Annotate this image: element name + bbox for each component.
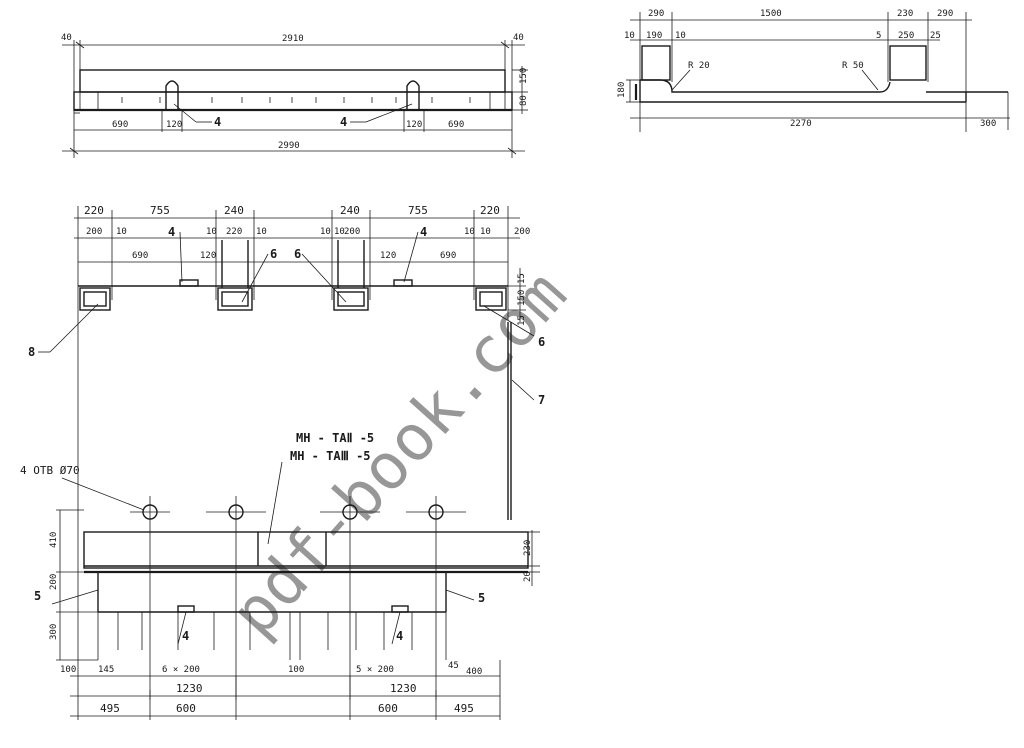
- dim-plan-top-1: 220: [84, 204, 104, 217]
- dim-plan-left-200: 200: [49, 574, 59, 590]
- dim-side-height: 180: [617, 82, 627, 98]
- dim-plan-120-right: 120: [380, 251, 396, 261]
- dim-plan-right-15b: 15: [517, 315, 527, 326]
- dim-plan-bottom-100b: 100: [288, 665, 304, 675]
- dim-left-seg: 690: [112, 120, 128, 130]
- dim-plan-690-left: 690: [132, 251, 148, 261]
- dim-plan-sub-10: 10: [480, 227, 491, 237]
- dim-side-sub-25: 25: [930, 31, 941, 41]
- callout-plan-8: 8: [28, 345, 35, 359]
- dim-side-radius1: R 20: [688, 61, 710, 71]
- callout-plan-4c: 4: [182, 629, 189, 643]
- callout-plan-4d: 4: [396, 629, 403, 643]
- dim-plan-right-15a: 15: [517, 273, 527, 284]
- dim-plan-bottom-600-left: 600: [176, 702, 196, 715]
- dim-left-notch: 120: [166, 120, 182, 130]
- mark-label-2: МН - ТАⅢ -5: [290, 449, 371, 463]
- callout-plan-4b: 4: [420, 225, 427, 239]
- dim-plan-bottom-1230-left: 1230: [176, 682, 203, 695]
- dim-side-sub-5: 5: [876, 31, 881, 41]
- dim-right-notch: 120: [406, 120, 422, 130]
- dim-plan-right-230: 230: [523, 540, 533, 556]
- holes-label: 4 ОТВ Ø70: [20, 464, 80, 477]
- dim-plan-bottom-145: 145: [98, 665, 114, 675]
- dim-side-bottom2: 300: [980, 119, 996, 129]
- callout-plan-4a: 4: [168, 225, 175, 239]
- dim-bottom-overall: 2990: [278, 141, 300, 151]
- dim-plan-right-20: 20: [523, 571, 533, 582]
- dim-plan-sub-8: 200: [344, 227, 360, 237]
- dim-side-sub-250: 250: [898, 31, 914, 41]
- callout-plan-7: 7: [538, 393, 545, 407]
- dim-plan-sub-6: 10: [320, 227, 331, 237]
- dim-plan-bottom-1230-right: 1230: [390, 682, 417, 695]
- dim-plan-sub-11: 200: [514, 227, 530, 237]
- dim-plan-top-5: 755: [408, 204, 428, 217]
- dim-right-h2: 80: [519, 95, 529, 106]
- dim-plan-left-410: 410: [49, 532, 59, 548]
- callout-4-right: 4: [340, 115, 347, 129]
- dim-plan-sub-1: 200: [86, 227, 102, 237]
- callout-plan-6c: 6: [538, 335, 545, 349]
- dim-plan-right-150: 150: [517, 290, 527, 306]
- dim-side-top2: 1500: [760, 9, 782, 19]
- dim-side-top1: 290: [648, 9, 664, 19]
- dim-plan-bottom-495-left: 495: [100, 702, 120, 715]
- dim-side-radius2: R 50: [842, 61, 864, 71]
- dim-left-edge: 40: [61, 33, 72, 43]
- dim-plan-690-right: 690: [440, 251, 456, 261]
- dim-plan-bottom-5x200: 5 × 200: [356, 665, 394, 675]
- dim-plan-sub-2: 10: [116, 227, 127, 237]
- dim-plan-bottom-45: 45: [448, 661, 459, 671]
- side-section-view: 290 1500 230 290 10 190 10 5 250 25 R 20…: [617, 9, 1010, 132]
- dim-plan-sub-9: 10: [464, 227, 475, 237]
- dim-plan-top-3: 240: [224, 204, 244, 217]
- plan-view: 220 755 240 240 755 220 200 10 10 220 10…: [20, 204, 545, 720]
- callout-plan-5-left: 5: [34, 589, 41, 603]
- callout-plan-5-right: 5: [478, 591, 485, 605]
- dim-plan-bottom-6x200: 6 × 200: [162, 665, 200, 675]
- dim-side-bottom1: 2270: [790, 119, 812, 129]
- dim-side-top3: 230: [897, 9, 913, 19]
- dim-side-sub-10a: 10: [624, 31, 635, 41]
- dim-plan-bottom-100a: 100: [60, 665, 76, 675]
- dim-plan-top-6: 220: [480, 204, 500, 217]
- dim-right-seg: 690: [448, 120, 464, 130]
- dim-plan-left-300: 300: [49, 624, 59, 640]
- callout-4-left: 4: [214, 115, 221, 129]
- dim-side-sub-190: 190: [646, 31, 662, 41]
- dim-right-h1: 150: [519, 68, 529, 84]
- dim-plan-bottom-600-right: 600: [378, 702, 398, 715]
- dim-plan-bottom-495-right: 495: [454, 702, 474, 715]
- dim-plan-sub-4: 220: [226, 227, 242, 237]
- dim-plan-bottom-400: 400: [466, 667, 482, 677]
- dim-plan-top-4: 240: [340, 204, 360, 217]
- dim-plan-sub-3: 10: [206, 227, 217, 237]
- dim-side-top4: 290: [937, 9, 953, 19]
- dim-right-edge: 40: [513, 33, 524, 43]
- dim-top-overall: 2910: [282, 34, 304, 44]
- callout-plan-6a: 6: [270, 247, 277, 261]
- front-elevation-view: 40 2910 40 150 80 690 120 120 690 2990 4…: [61, 33, 529, 158]
- dim-plan-sub-5: 10: [256, 227, 267, 237]
- dim-plan-top-2: 755: [150, 204, 170, 217]
- dim-side-sub-10b: 10: [675, 31, 686, 41]
- callout-plan-6b: 6: [294, 247, 301, 261]
- dim-plan-120-left: 120: [200, 251, 216, 261]
- dim-plan-sub-7: 10: [334, 227, 345, 237]
- mark-label-1: МН - ТАⅡ -5: [296, 431, 374, 445]
